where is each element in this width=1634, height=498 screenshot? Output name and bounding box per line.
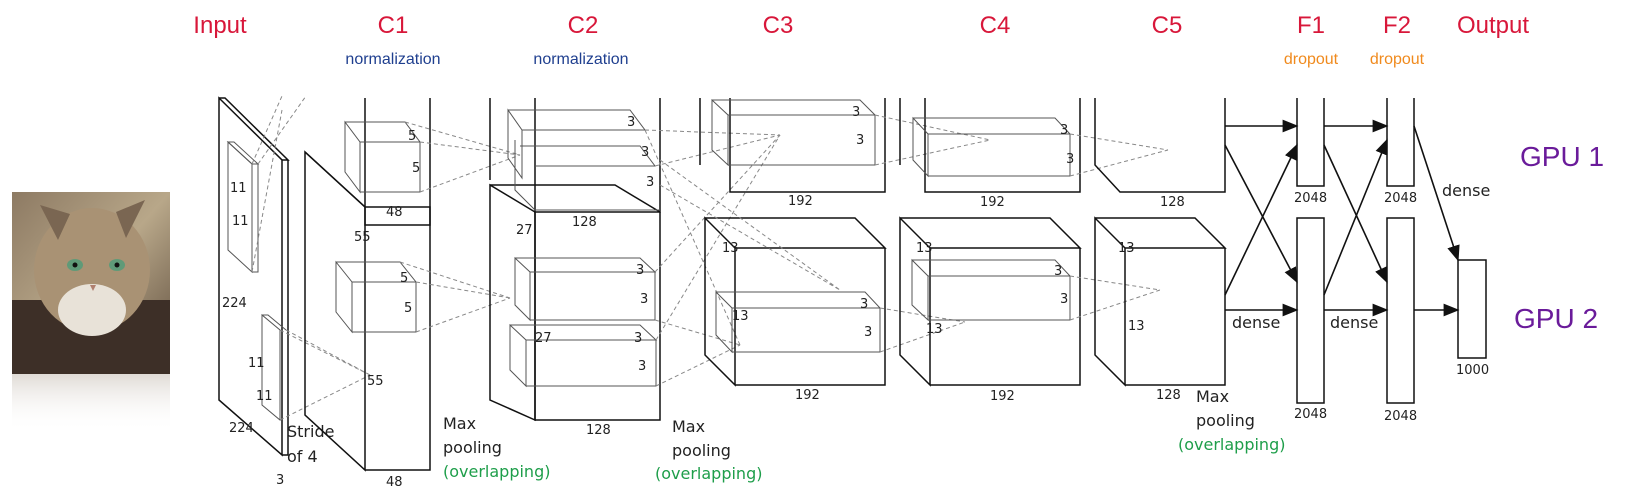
c2-kernel-3a: 3 <box>627 115 635 130</box>
c1-size-a: 55 <box>354 230 371 245</box>
input-height-label: 224 <box>222 296 247 311</box>
c5-depth-bottom: 128 <box>1156 388 1181 403</box>
c4-depth-top: 192 <box>980 195 1005 210</box>
c3-kernel-3b: 3 <box>856 133 864 148</box>
maxpool-3-overlapping: (overlapping) <box>1178 435 1285 454</box>
f2-layer <box>1386 98 1415 404</box>
header-c4: C4 <box>980 12 1011 39</box>
output-size: 1000 <box>1456 363 1489 378</box>
c4-size-a: 13 <box>916 241 933 256</box>
f2-size-top: 2048 <box>1384 191 1417 206</box>
dense-label-c5: dense <box>1232 313 1280 332</box>
c4-volume <box>899 98 1169 387</box>
c2-kernel-3b: 3 <box>641 145 649 160</box>
maxpool-2-word2: pooling <box>672 441 731 460</box>
header-output: Output <box>1457 12 1529 39</box>
header-f1: F1 <box>1297 12 1325 39</box>
c1-depth-bottom: 48 <box>386 475 403 490</box>
header-c2: C2 <box>568 12 599 39</box>
c2-size-b: 27 <box>535 331 552 346</box>
c1-volume <box>304 98 521 472</box>
f1-layer <box>1296 98 1325 404</box>
dense-connections <box>1224 119 1460 317</box>
c2-volume <box>489 98 781 422</box>
gpu2-label: GPU 2 <box>1514 303 1598 334</box>
c4-depth-bottom: 192 <box>990 389 1015 404</box>
c3-size-a: 13 <box>722 241 739 256</box>
input-kernel-width-b: 11 <box>256 389 273 404</box>
c2-depth-top: 128 <box>572 215 597 230</box>
subheader-c1-normalization: normalization <box>345 51 440 68</box>
c4-kernel-3d: 3 <box>1060 292 1068 307</box>
c2-size-a: 27 <box>516 223 533 238</box>
c3-kernel-3c: 3 <box>860 297 868 312</box>
dense-label-f1: dense <box>1330 313 1378 332</box>
f1-size-bottom: 2048 <box>1294 407 1327 422</box>
c2-kernel-3f: 3 <box>634 331 642 346</box>
c3-kernel-3a: 3 <box>852 105 860 120</box>
maxpool-1-overlapping: (overlapping) <box>443 462 550 481</box>
f1-size-top: 2048 <box>1294 191 1327 206</box>
c3-kernel-3d: 3 <box>864 325 872 340</box>
input-kernel-height-a: 11 <box>230 181 247 196</box>
header-c1: C1 <box>378 12 409 39</box>
c2-kernel-3e: 3 <box>640 292 648 307</box>
c1-kernel-5b: 5 <box>412 161 420 176</box>
c2-kernel-3g: 3 <box>638 359 646 374</box>
c4-size-b: 13 <box>926 322 943 337</box>
c1-kernel-5c: 5 <box>400 271 408 286</box>
header-c3: C3 <box>763 12 794 39</box>
c4-kernel-3b: 3 <box>1066 152 1074 167</box>
f2-size-bottom: 2048 <box>1384 409 1417 424</box>
maxpool-3-word1: Max <box>1196 387 1229 406</box>
c1-size-b: 55 <box>367 374 384 389</box>
maxpool-1-word1: Max <box>443 414 476 433</box>
c5-size-a: 13 <box>1118 241 1135 256</box>
stride-label-line1: Stride <box>287 422 334 441</box>
header-input: Input <box>193 12 247 39</box>
c2-kernel-3d: 3 <box>636 263 644 278</box>
c2-kernel-3c: 3 <box>646 175 654 190</box>
c3-volume <box>659 98 991 387</box>
c1-kernel-5a: 5 <box>408 129 416 144</box>
c3-depth-top: 192 <box>788 194 813 209</box>
c4-kernel-3a: 3 <box>1060 123 1068 138</box>
stride-label-line2: of 4 <box>287 447 318 466</box>
c3-depth-bottom: 192 <box>795 388 820 403</box>
c5-size-b: 13 <box>1128 319 1145 334</box>
c3-size-b: 13 <box>732 309 749 324</box>
c5-depth-top: 128 <box>1160 195 1185 210</box>
maxpool-3-word2: pooling <box>1196 411 1255 430</box>
subheader-c2-normalization: normalization <box>533 51 628 68</box>
input-volume <box>218 95 371 457</box>
input-kernel-height-b: 11 <box>248 356 265 371</box>
maxpool-2-overlapping: (overlapping) <box>655 464 762 483</box>
dense-label-f2: dense <box>1442 181 1490 200</box>
maxpool-1-word2: pooling <box>443 438 502 457</box>
input-depth-label: 3 <box>276 473 284 488</box>
c1-kernel-5d: 5 <box>404 301 412 316</box>
header-c5: C5 <box>1152 12 1183 39</box>
input-width-label: 224 <box>229 421 254 436</box>
c1-depth-top: 48 <box>386 205 403 220</box>
cat-photo <box>12 192 170 432</box>
input-kernel-width-a: 11 <box>232 214 249 229</box>
header-f2: F2 <box>1383 12 1411 39</box>
subheader-f1-dropout: dropout <box>1284 51 1339 68</box>
c2-depth-bottom: 128 <box>586 423 611 438</box>
gpu1-label: GPU 1 <box>1520 141 1604 172</box>
c4-kernel-3c: 3 <box>1054 264 1062 279</box>
maxpool-2-word1: Max <box>672 417 705 436</box>
output-layer <box>1457 259 1487 359</box>
subheader-f2-dropout: dropout <box>1370 51 1425 68</box>
